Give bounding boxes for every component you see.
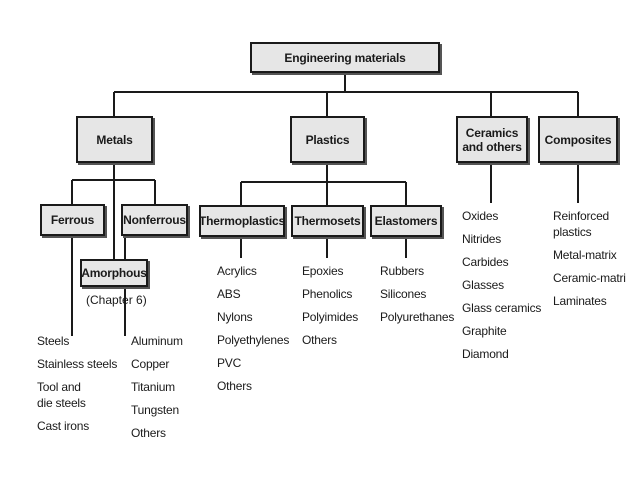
amorphous-chapter-note: (Chapter 6) [86,293,147,307]
composites-node-box: Composites [538,116,618,163]
amorphous-node-box: Amorphous [80,259,148,287]
plastics-node-box: Plastics [290,116,365,163]
root-node-box: Engineering materials [250,42,440,73]
ferrous-items-list: Steels Stainless steels Tool and die ste… [37,330,117,438]
ceramics-node-box: Ceramics and others [456,116,528,163]
list-item: PVC [217,356,242,370]
list-item: Steels [37,334,70,348]
composites-items-list: Reinforced plastics Metal-matrix Ceramic… [553,205,626,313]
thermosets-items-list: Epoxies Phenolics Polyimides Others [302,260,358,352]
list-item-line: Tool and [37,380,81,394]
list-item: Graphite [462,324,507,338]
list-item: Ceramic-matri [553,271,626,285]
list-item: Polyurethanes [380,310,455,324]
list-item: Phenolics [302,287,353,301]
list-item: Nylons [217,310,253,324]
list-item: Acrylics [217,264,257,278]
root-node-label: Engineering materials [284,50,406,65]
thermosets-node-box: Thermosets [291,205,364,237]
list-item: Carbides [462,255,509,269]
list-item: Rubbers [380,264,424,278]
nonferrous-node-label: Nonferrous [123,213,186,227]
list-item: Reinforced plastics [553,205,626,244]
list-item: Others [217,379,252,393]
thermoplastics-node-label: Thermoplastics [199,214,285,228]
list-item: Stainless steels [37,357,118,371]
list-item: Glass ceramics [462,301,542,315]
composites-node-label: Composites [544,132,612,147]
list-item: Polyethylenes [217,333,290,347]
list-item: ABS [217,287,241,301]
metals-node-label: Metals [96,132,133,147]
list-item: Others [302,333,337,347]
list-item: Cast irons [37,419,90,433]
ferrous-node-label: Ferrous [50,213,95,227]
list-item-line: die steels [37,396,86,410]
list-item: Others [131,426,166,440]
ceramics-node-label-line-2: and others [462,139,522,154]
list-item: Tool and die steels [37,376,117,415]
elastomers-node-box: Elastomers [370,205,442,237]
ferrous-node-box: Ferrous [40,204,105,236]
thermoplastics-node-box: Thermoplastics [199,205,285,237]
list-item: Nitrides [462,232,502,246]
amorphous-node-label: Amorphous [81,266,147,280]
ceramics-node-label-line-1: Ceramics [465,125,519,140]
metals-node-box: Metals [76,116,153,163]
list-item: Oxides [462,209,499,223]
elastomers-items-list: Rubbers Silicones Polyurethanes [380,260,454,329]
list-item: Titanium [131,380,175,394]
list-item: Glasses [462,278,504,292]
list-item: Diamond [462,347,509,361]
ceramics-items-list: Oxides Nitrides Carbides Glasses Glass c… [462,205,541,366]
list-item-line: Reinforced [553,209,610,223]
nonferrous-node-box: Nonferrous [121,204,188,236]
list-item: Laminates [553,294,607,308]
list-item: Tungsten [131,403,179,417]
list-item: Metal-matrix [553,248,617,262]
nonferrous-items-list: Aluminum Copper Titanium Tungsten Others [131,330,183,445]
elastomers-node-label: Elastomers [374,214,438,228]
plastics-node-label: Plastics [305,132,350,147]
thermosets-node-label: Thermosets [294,214,361,228]
thermoplastics-items-list: Acrylics ABS Nylons Polyethylenes PVC Ot… [217,260,289,398]
list-item: Polyimides [302,310,359,324]
list-item: Aluminum [131,334,183,348]
list-item-line: plastics [553,225,592,239]
list-item: Silicones [380,287,427,301]
list-item: Epoxies [302,264,344,278]
list-item: Copper [131,357,170,371]
